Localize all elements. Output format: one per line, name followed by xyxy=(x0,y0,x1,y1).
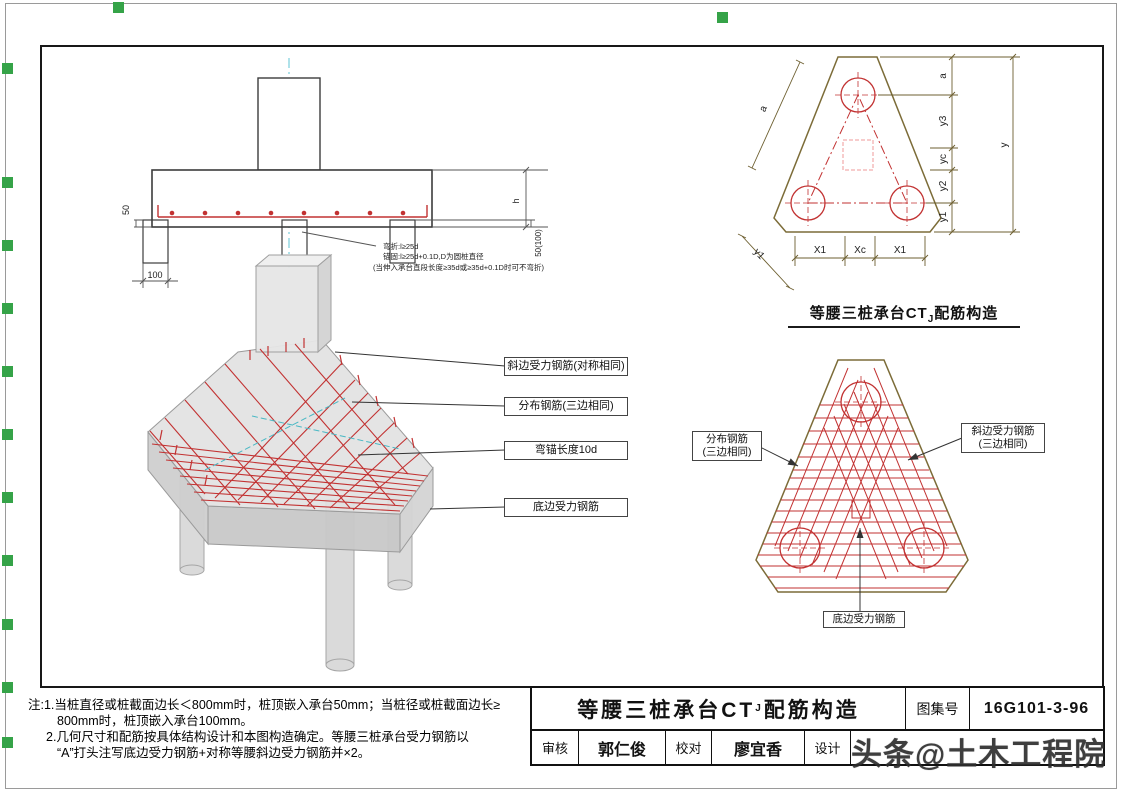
column-section xyxy=(257,77,321,171)
sheet-outer-border xyxy=(5,3,1117,789)
green-marker xyxy=(2,366,13,377)
note-line-1: 注:1.当桩直径或桩截面边长＜800mm时，桩顶嵌入承台50mm；当桩径或桩截面… xyxy=(28,698,501,712)
dim-label-h: h xyxy=(511,198,521,203)
green-marker xyxy=(2,682,13,693)
plan-top-view: a y3 yc y2 y1 y X1 Xc X1 a y1 xyxy=(737,53,1020,291)
green-marker xyxy=(113,2,124,13)
iso-label-leaders xyxy=(334,351,506,510)
iso-rebar-bottom-bars xyxy=(151,443,429,512)
note-line-4: “A”打头注写底边受力钢筋+对称等腰斜边受力钢筋并×2。 xyxy=(57,746,371,760)
dim-label-a-slant: a xyxy=(758,104,770,114)
green-marker xyxy=(2,63,13,74)
label-bottom-rebar: 底边受力钢筋 xyxy=(504,498,628,517)
iso-rebar-incline-bars xyxy=(149,343,421,511)
reviewer-label: 审核 xyxy=(541,741,568,756)
sheet-title-tail: 配筋构造 xyxy=(763,698,860,722)
label-line: 斜边受力钢筋 xyxy=(971,425,1035,437)
title-block-row2: 审核 郭仁俊 校对 廖宜香 设计 xyxy=(532,729,1103,764)
caption-subscript: J xyxy=(927,314,935,325)
atlas-number-value: 16G101-3-96 xyxy=(969,688,1103,729)
note-line-2: 800mm时，桩顶嵌入承台100mm。 xyxy=(57,714,253,728)
dim-label-a: a xyxy=(938,73,949,79)
cap-section xyxy=(151,169,433,228)
plan-bottom-leaders xyxy=(757,437,963,612)
dim-label-100: 100 xyxy=(147,270,162,280)
dim-label-x1-right: X1 xyxy=(894,245,907,256)
label-distribution-rebar-plan: 分布钢筋 (三边相同) xyxy=(692,431,762,461)
sheet-title-text: 等腰三桩承台CT xyxy=(577,698,756,722)
label-bottom-rebar-plan: 底边受力钢筋 xyxy=(823,611,905,628)
caption-text: 等腰三桩承台CT xyxy=(809,305,928,322)
cap-plan-outline xyxy=(755,359,969,593)
watermark-text: 头条@土木工程院 xyxy=(851,737,1107,772)
green-marker xyxy=(2,429,13,440)
label-line: (三边相同) xyxy=(978,438,1028,450)
dim-label-y2: y2 xyxy=(938,180,949,191)
green-marker xyxy=(2,619,13,630)
green-marker xyxy=(2,177,13,188)
note-line-3: 2.几何尺寸和配筋按具体结构设计和本图构造确定。等腰三桩承台受力钢筋以 xyxy=(46,730,469,744)
dim-label-xc: Xc xyxy=(854,245,866,256)
plan-top-caption: 等腰三桩承台CTJ配筋构造 xyxy=(788,302,1020,328)
dim-label-yc: yc xyxy=(938,154,949,164)
cap-plan-outline xyxy=(773,56,942,233)
dim-label-x1-left: X1 xyxy=(814,245,827,256)
green-marker xyxy=(2,303,13,314)
dim-label-y: y xyxy=(999,143,1010,148)
anchor-note-2: 锚固:l≥25d+0.1D,D为圆桩直径 xyxy=(383,251,484,261)
dim-label-embed: 50(100) xyxy=(534,229,543,257)
plan-top-dimensions xyxy=(737,53,1020,291)
designer-name xyxy=(850,731,1103,764)
checker-label: 校对 xyxy=(665,731,711,764)
anchor-note-1: 弯折:l≥25d xyxy=(383,241,418,251)
reviewer-name: 郭仁俊 xyxy=(578,731,665,764)
section-dimensions xyxy=(132,166,548,288)
plan-bottom-piles xyxy=(774,376,950,574)
pile-section xyxy=(142,219,169,264)
sheet-title-subscript: J xyxy=(755,703,764,714)
iso-rebar-hooks xyxy=(159,338,415,486)
dim-label-50: 50 xyxy=(121,205,131,215)
pile-section xyxy=(389,219,416,264)
green-marker xyxy=(2,492,13,503)
dim-label-y1: y1 xyxy=(938,211,949,222)
plan-top-piles xyxy=(785,72,930,226)
atlas-number-label: 图集号 xyxy=(905,688,969,729)
green-marker xyxy=(2,555,13,566)
column-plan-outline xyxy=(842,139,874,171)
label-line: (三边相同) xyxy=(702,446,752,458)
green-marker xyxy=(2,240,13,251)
iso-centerlines xyxy=(204,397,401,471)
designer-label: 设计 xyxy=(804,731,850,764)
plan-bottom-view xyxy=(755,359,969,612)
anchor-note-3: (当伸入承台直段长度≥35d或≥35d+0.1D时可不弯折) xyxy=(373,262,544,272)
label-bend-anchor-length: 弯锚长度10d xyxy=(504,441,628,460)
green-marker xyxy=(2,737,13,748)
label-incline-rebar-plan: 斜边受力钢筋 (三边相同) xyxy=(961,423,1045,453)
section-rebar-dots xyxy=(169,210,406,216)
label-incline-rebar: 斜边受力钢筋(对称相同) xyxy=(504,357,628,376)
checker-name: 廖宜香 xyxy=(711,731,804,764)
dim-label-y3: y3 xyxy=(938,115,949,126)
section-rebar xyxy=(157,205,428,218)
label-distribution-rebar: 分布钢筋(三边相同) xyxy=(504,397,628,416)
pile-cap-section-view: 100 50 h 50(100) 弯折:l≥25d 锚固:l≥25d+0.1D,… xyxy=(121,58,548,288)
iso-column xyxy=(254,253,333,354)
label-line: 分布钢筋 xyxy=(706,433,748,445)
caption-text-tail: 配筋构造 xyxy=(934,305,999,322)
iso-view xyxy=(147,253,506,672)
iso-cap xyxy=(147,339,434,554)
green-marker xyxy=(717,12,728,23)
